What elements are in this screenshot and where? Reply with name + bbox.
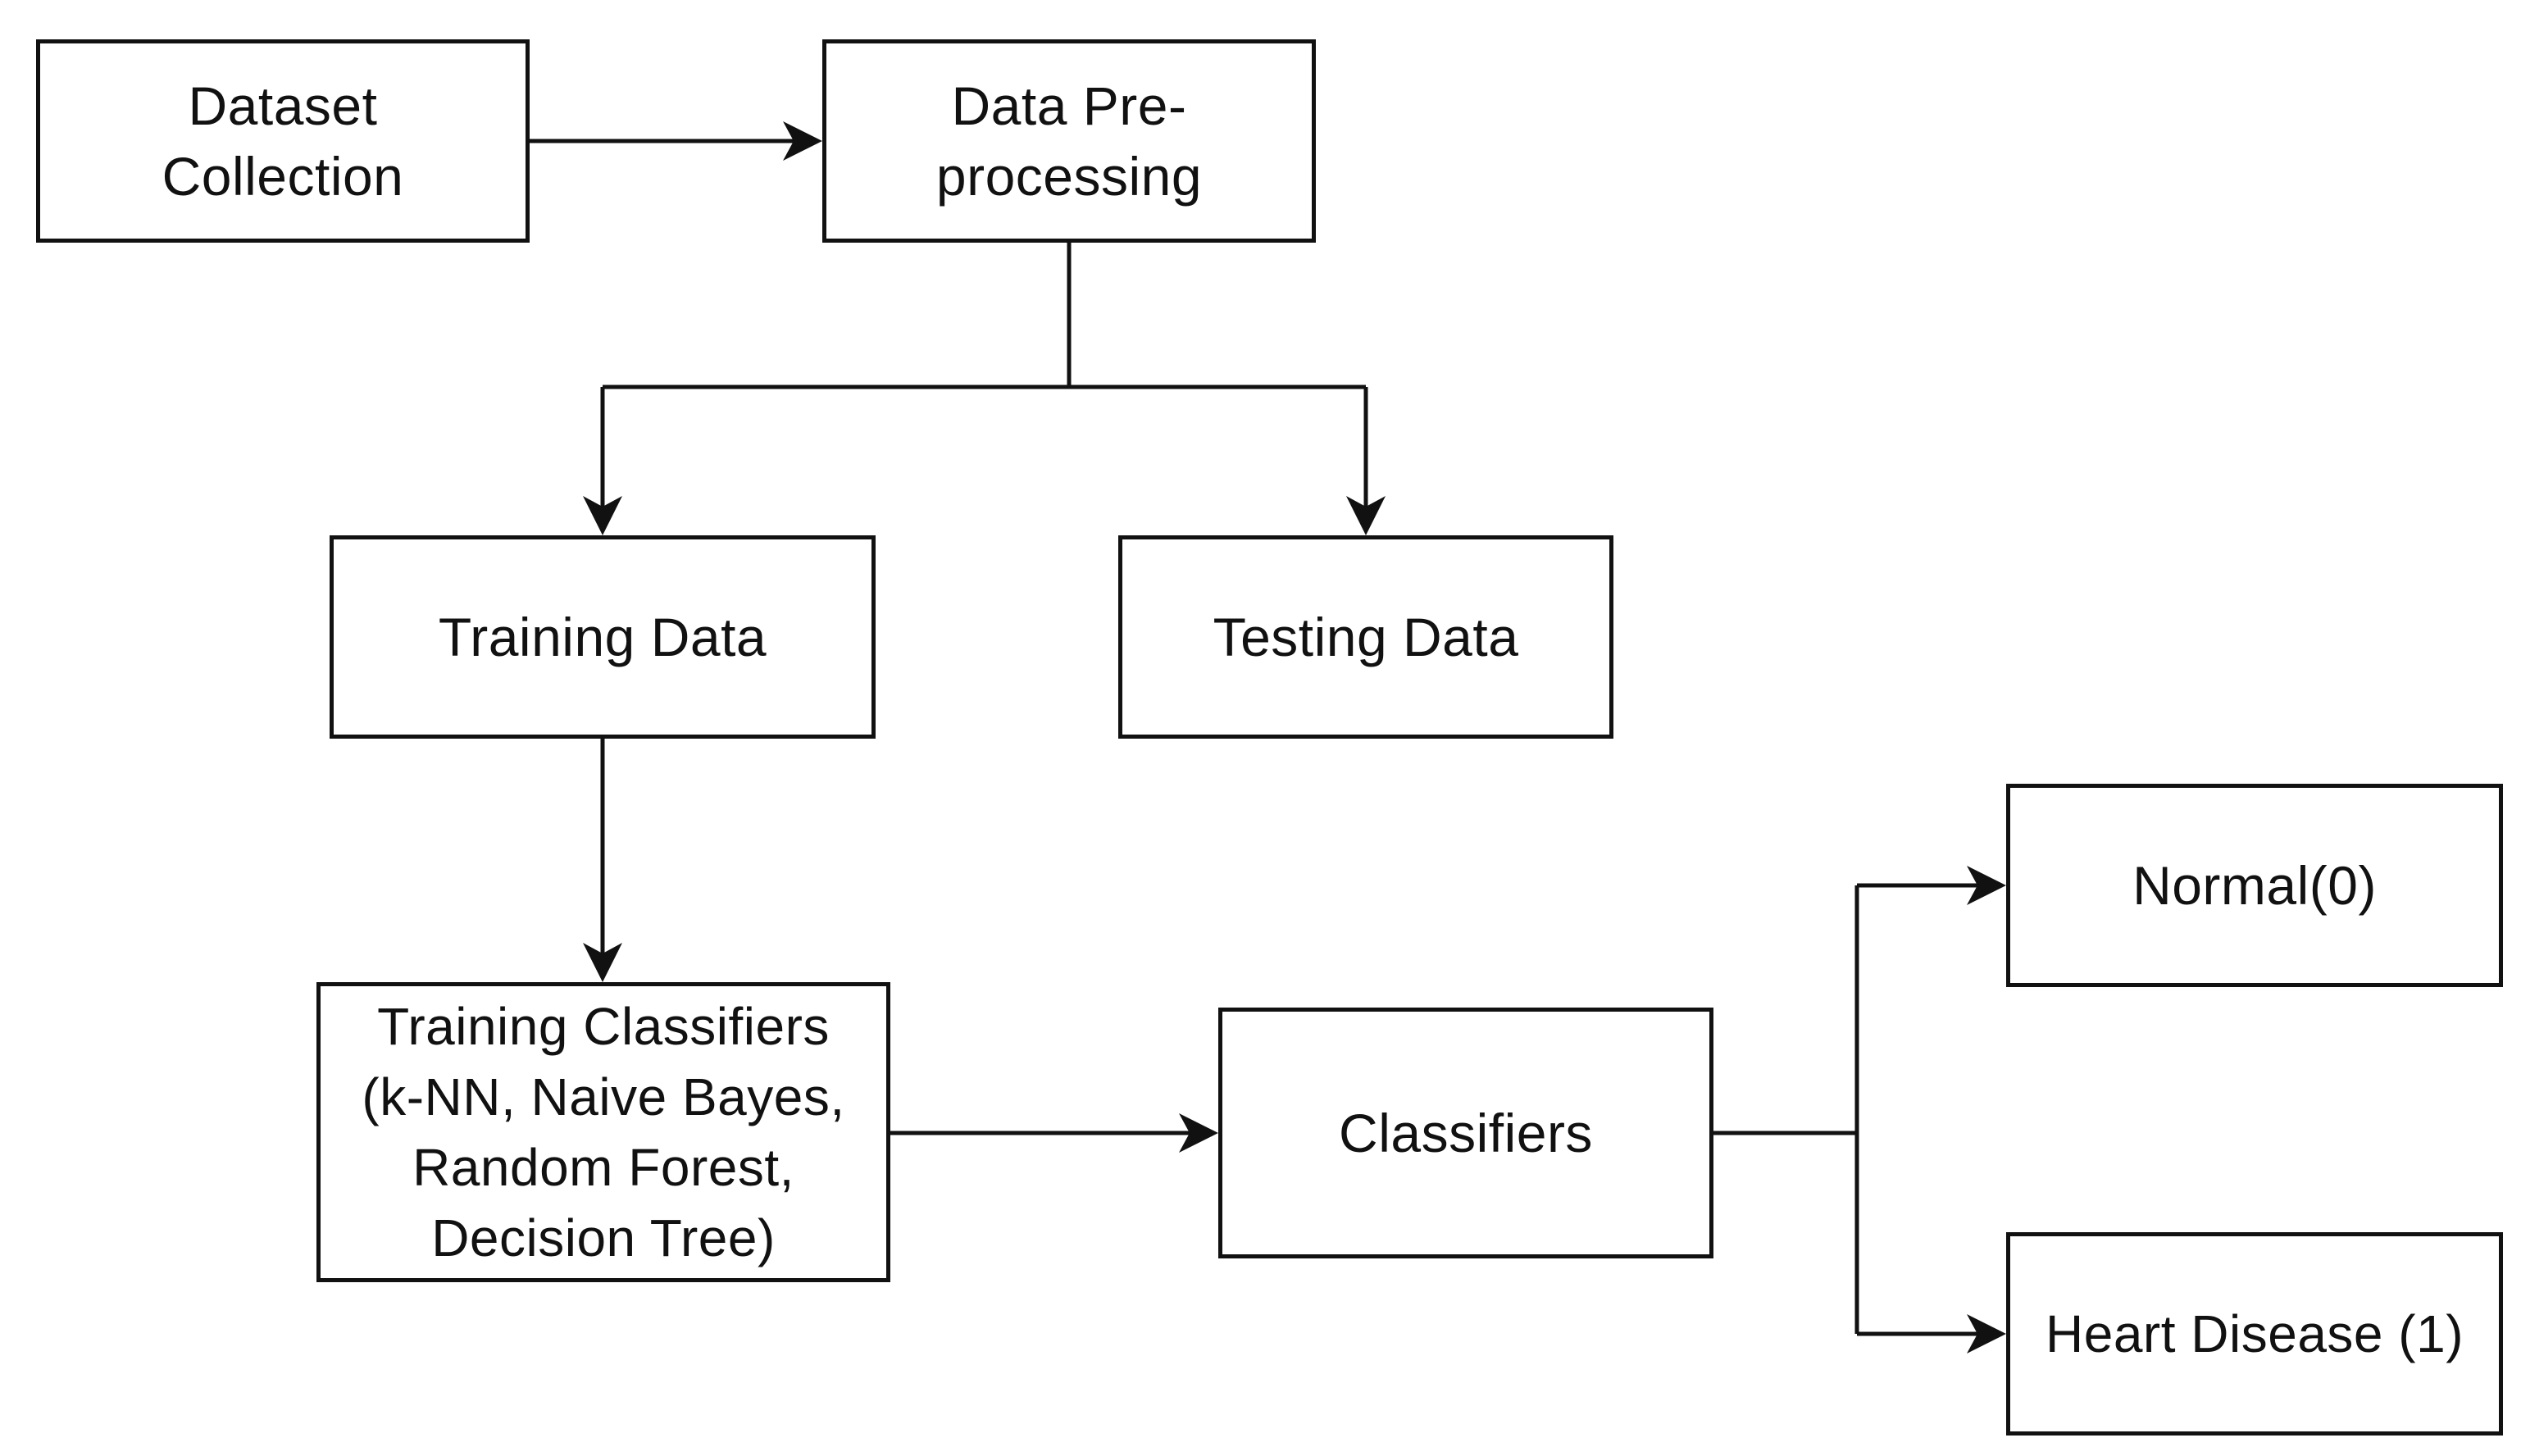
node-label: Training Classifiers (k-NN, Naive Bayes,…	[362, 997, 845, 1267]
node-label: Heart Disease (1)	[2045, 1304, 2464, 1363]
node-normal: Normal(0)	[2006, 784, 2503, 987]
node-heart-disease: Heart Disease (1)	[2006, 1232, 2503, 1436]
node-label: Testing Data	[1213, 607, 1519, 667]
node-training-data: Training Data	[330, 535, 876, 739]
arrowhead-normal	[1967, 866, 2006, 905]
arrowhead-training-classifiers	[583, 943, 622, 982]
node-label: Dataset Collection	[162, 75, 404, 207]
arrowhead-preprocessing	[783, 121, 822, 161]
arrowhead-testing-data	[1346, 496, 1386, 535]
node-classifiers: Classifiers	[1218, 1008, 1713, 1258]
arrowhead-training-data	[583, 496, 622, 535]
node-label: Data Pre- processing	[935, 75, 1203, 207]
node-label: Training Data	[438, 607, 767, 667]
node-testing-data: Testing Data	[1118, 535, 1613, 739]
node-dataset-collection: Dataset Collection	[36, 39, 530, 243]
node-training-classifiers: Training Classifiers (k-NN, Naive Bayes,…	[316, 982, 890, 1282]
arrowhead-heart-disease	[1967, 1314, 2006, 1354]
node-label: Classifiers	[1339, 1103, 1593, 1163]
node-data-preprocessing: Data Pre- processing	[822, 39, 1316, 243]
node-label: Normal(0)	[2132, 855, 2377, 916]
arrowhead-classifiers	[1179, 1113, 1218, 1153]
